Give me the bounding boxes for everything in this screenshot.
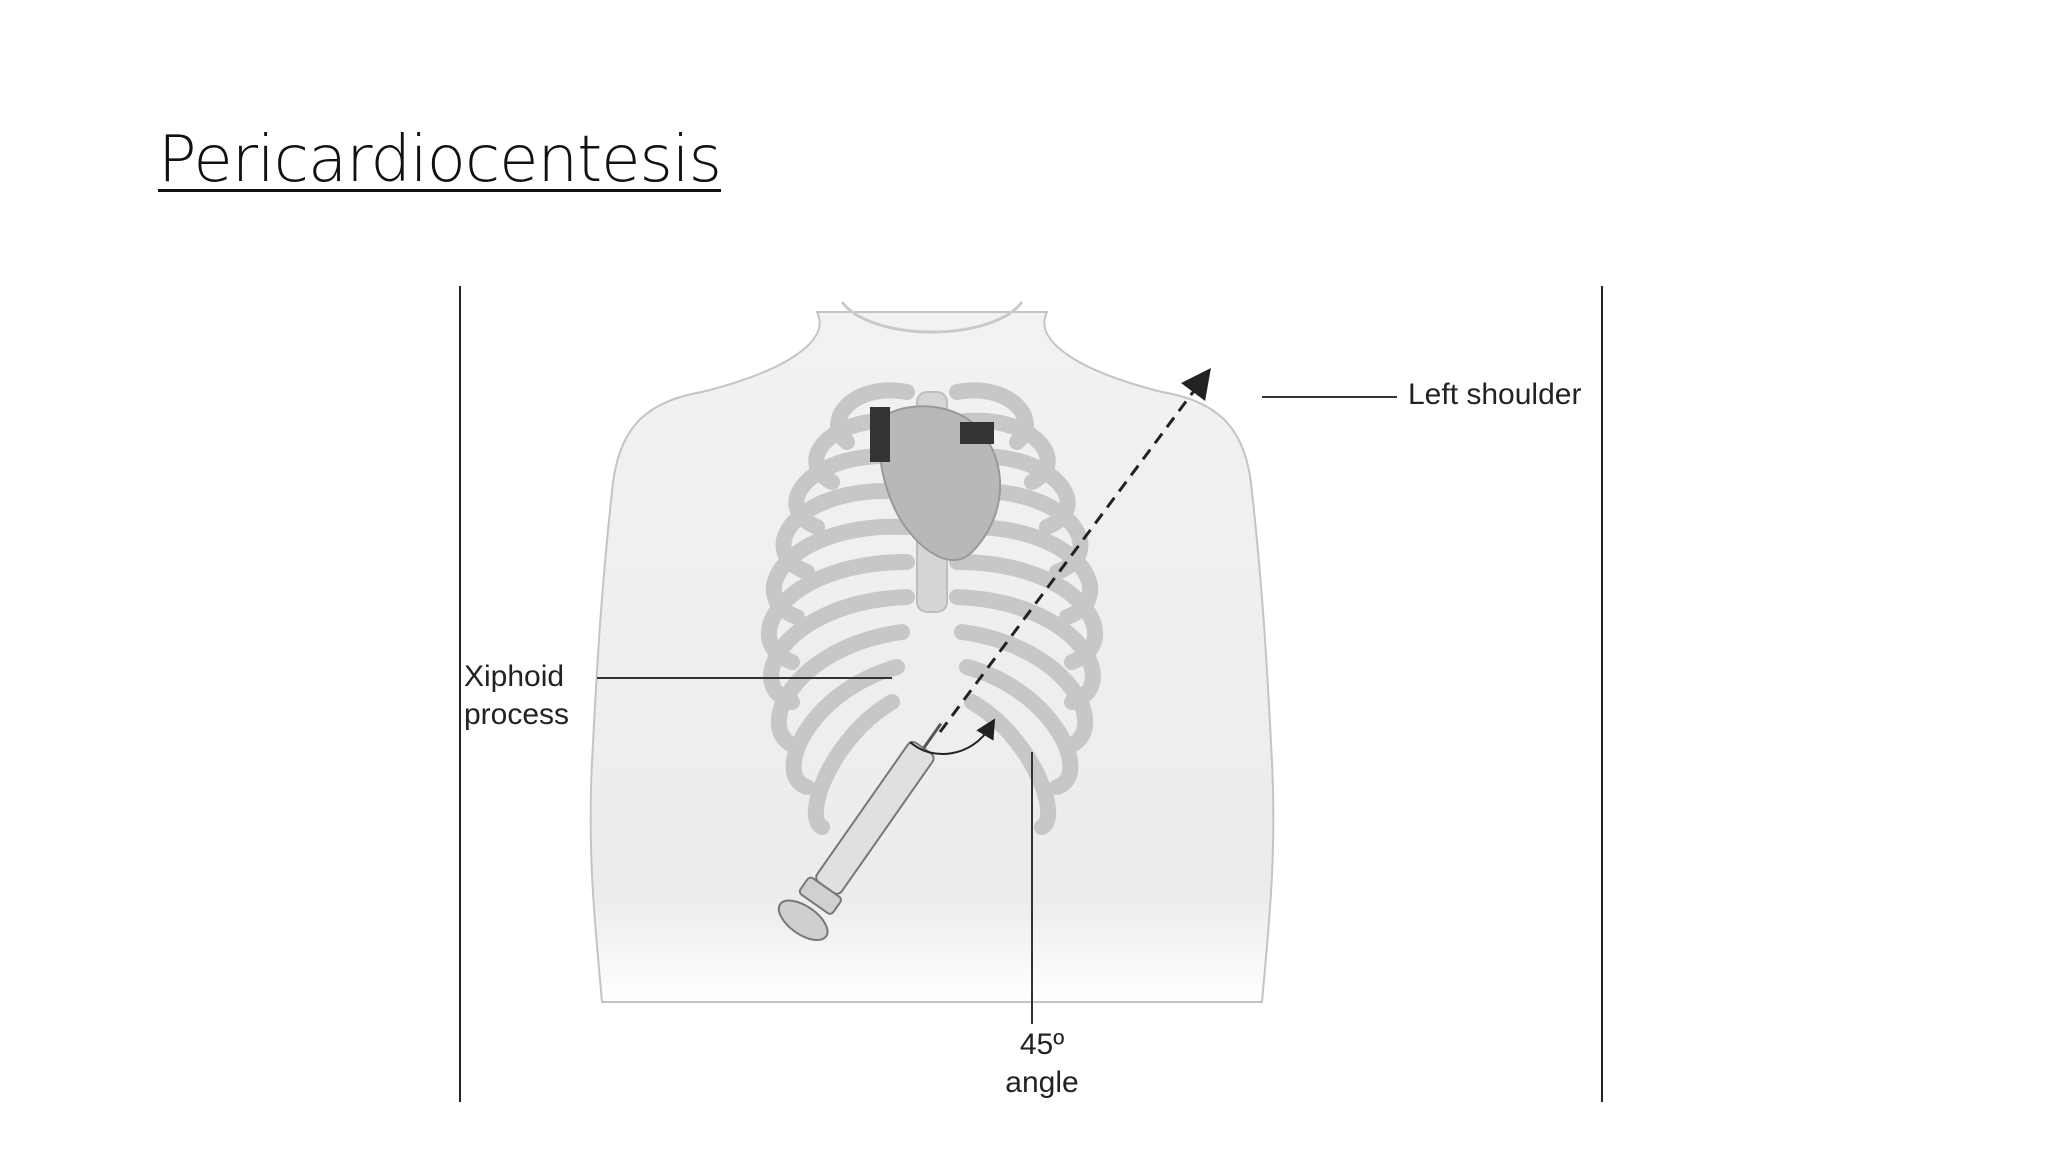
slide-title: Pericardiocentesis <box>158 123 722 197</box>
angle-label-line1: 45º <box>1019 1028 1065 1061</box>
heart <box>878 405 1002 562</box>
torso-outline <box>589 311 1275 1003</box>
syringe <box>777 722 943 942</box>
neck <box>840 301 1024 334</box>
xiphoid-label-line1: Xiphoid <box>464 660 565 693</box>
needle-trajectory-arrow <box>938 367 1211 733</box>
angle-label: 45º angle <box>992 1026 1092 1101</box>
xiphoid-label-line2: process <box>464 697 570 731</box>
angle-label-line2: angle <box>1005 1065 1079 1099</box>
anatomy-diagram: Left shoulder Xiphoid process 45º angle <box>452 282 1612 1102</box>
anatomy-illustration <box>459 286 1603 1102</box>
angle-arc <box>909 718 996 755</box>
xiphoid-process-label: Xiphoid process <box>464 658 569 733</box>
left-shoulder-label: Left shoulder <box>1408 376 1581 414</box>
heart-vessel-left <box>870 407 890 462</box>
left-shoulder-label-text: Left shoulder <box>1408 378 1582 411</box>
heart-vessel-right <box>960 422 994 444</box>
